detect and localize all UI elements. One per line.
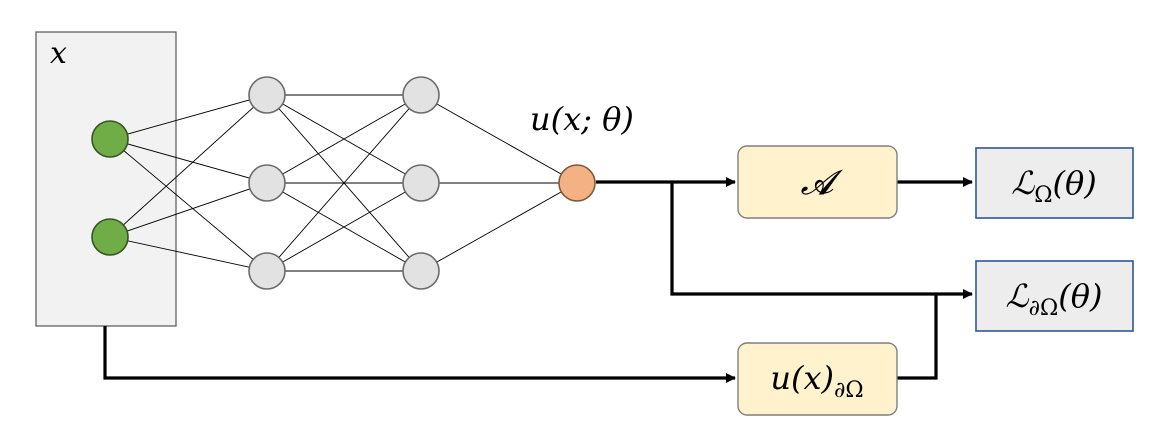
hidden2-node-1 xyxy=(402,76,440,114)
arrow-to-boundary-loss xyxy=(670,182,973,299)
boundary-loss-arg: (θ) xyxy=(1058,277,1102,315)
output-node-1 xyxy=(558,164,596,202)
input-label: x xyxy=(50,36,67,71)
boundary-value-label: u(x)∂Ω xyxy=(770,359,863,403)
boundary-value-sub: ∂Ω xyxy=(834,378,864,403)
network-edge xyxy=(109,94,268,238)
hidden1-node-1 xyxy=(248,76,286,114)
network-edge xyxy=(266,94,422,272)
arrow-to-boundary-value xyxy=(103,326,736,383)
domain-loss-box xyxy=(975,147,1134,219)
hidden1-node-3 xyxy=(248,252,286,290)
network-edge xyxy=(109,182,268,238)
hidden1-node-2 xyxy=(248,164,286,202)
boundary-value-base: u(x) xyxy=(770,359,834,397)
arrow-boundary-merge xyxy=(897,294,938,380)
operator-box xyxy=(737,145,898,219)
output-label: u(x; θ) xyxy=(530,100,634,138)
network-edge xyxy=(266,94,422,184)
hidden2-node-2 xyxy=(402,164,440,202)
hidden2-node-3 xyxy=(402,252,440,290)
input-node-2 xyxy=(91,218,129,256)
network-edge xyxy=(109,94,268,140)
domain-loss-arg: (θ) xyxy=(1053,164,1097,202)
network-edge xyxy=(420,182,578,272)
boundary-loss-box xyxy=(975,260,1134,332)
network-edge xyxy=(266,182,422,272)
network-edges xyxy=(109,94,578,272)
domain-loss-label: ℒΩ(θ) xyxy=(1011,164,1097,208)
network-edge xyxy=(109,138,268,184)
boundary-value-box xyxy=(737,342,898,416)
network-nodes xyxy=(91,76,596,290)
network-edge xyxy=(420,94,578,184)
domain-loss-sub: Ω xyxy=(1034,183,1052,208)
domain-loss-base: ℒ xyxy=(1011,164,1035,202)
boundary-loss-base: ℒ xyxy=(1006,277,1030,315)
flow-arrows xyxy=(103,177,973,383)
input-node-1 xyxy=(91,120,129,158)
network-edge xyxy=(109,138,268,272)
boundary-loss-label: ℒ∂Ω(θ) xyxy=(1006,277,1103,321)
network-edge xyxy=(109,236,268,272)
input-panel xyxy=(35,31,177,327)
boundary-loss-sub: ∂Ω xyxy=(1029,296,1059,321)
